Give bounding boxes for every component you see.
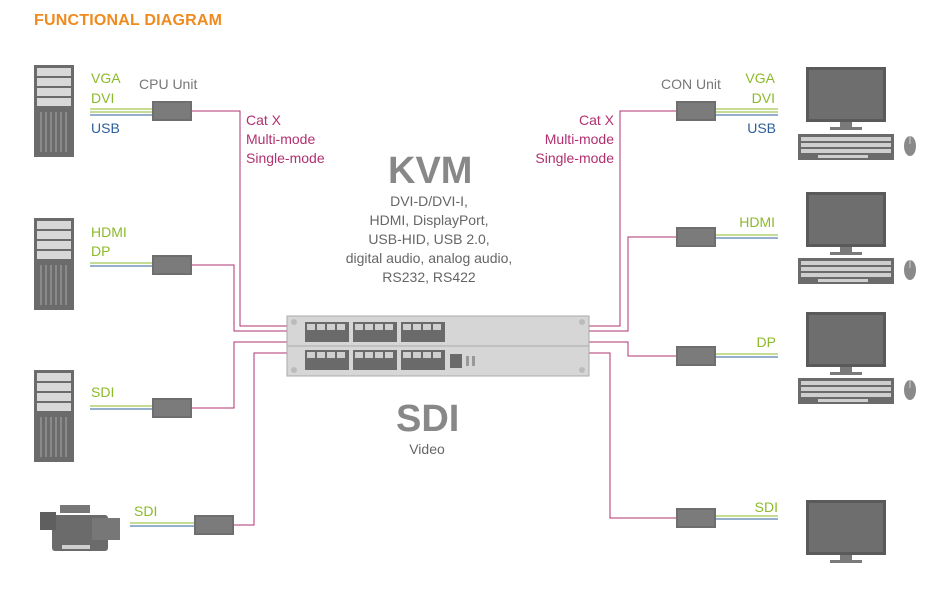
right-cable-label-1: Cat X (578, 112, 614, 128)
fiber-cables (192, 110, 676, 526)
con-unit-label: CON Unit (661, 76, 721, 92)
computer-tower-icon (34, 218, 74, 310)
extender-unit-icon (152, 398, 192, 418)
keyboard-icon (798, 134, 894, 160)
matrix-switch-icon (286, 315, 590, 377)
con-dp-label: DP (756, 334, 776, 350)
con-usb-label: USB (747, 120, 776, 136)
camera-sdi-label: SDI (134, 503, 158, 519)
keyboard-icon (798, 258, 894, 284)
kvm-line-3: USB-HID, USB 2.0, (368, 231, 490, 247)
sdi-subtitle: Video (409, 441, 445, 457)
mouse-icon (903, 379, 917, 401)
extender-unit-icon (152, 255, 192, 275)
extender-unit-icon (152, 101, 192, 121)
cpu-sdi-label: SDI (91, 384, 115, 400)
mouse-icon (903, 259, 917, 281)
computer-tower-icon (34, 370, 74, 462)
sdi-heading: SDI (396, 398, 460, 440)
con-sdi-label: SDI (754, 499, 778, 515)
kvm-heading: KVM (388, 150, 473, 192)
monitor-icon (806, 500, 886, 563)
signal-leads (90, 108, 778, 527)
monitor-icon (806, 67, 886, 130)
computer-tower-icon (34, 65, 74, 157)
right-cable-label-2: Multi-mode (544, 131, 614, 147)
con-hdmi-label: HDMI (739, 214, 775, 230)
extender-unit-icon (676, 346, 716, 366)
monitor-icon (806, 192, 886, 255)
con-vga-label: VGA (745, 70, 775, 86)
cpu-dvi-label: DVI (91, 90, 115, 106)
cpu-vga-label: VGA (91, 70, 121, 86)
kvm-line-1: DVI-D/DVI-I, (390, 193, 468, 209)
kvm-line-4: digital audio, analog audio, (345, 250, 513, 266)
cpu-unit-label: CPU Unit (139, 76, 198, 92)
left-cable-label-2: Multi-mode (246, 131, 316, 147)
video-camera-icon (40, 505, 120, 551)
mouse-icon (903, 135, 917, 157)
left-cable-label-1: Cat X (246, 112, 282, 128)
kvm-line-2: HDMI, DisplayPort, (369, 212, 489, 228)
keyboard-icon (798, 378, 894, 404)
right-cable-label-3: Single-mode (535, 150, 614, 166)
kvm-line-5: RS232, RS422 (382, 269, 476, 285)
con-dvi-label: DVI (751, 90, 775, 106)
extender-unit-icon (676, 508, 716, 528)
left-cable-label-3: Single-mode (246, 150, 325, 166)
extender-unit-icon (194, 515, 234, 535)
extender-unit-icon (676, 227, 716, 247)
extender-unit-icon (676, 101, 716, 121)
monitor-icon (806, 312, 886, 375)
cpu-dp-label: DP (91, 243, 111, 259)
cpu-hdmi-label: HDMI (91, 224, 127, 240)
page-title: FUNCTIONAL DIAGRAM (34, 12, 223, 29)
cpu-usb-label: USB (91, 120, 120, 136)
